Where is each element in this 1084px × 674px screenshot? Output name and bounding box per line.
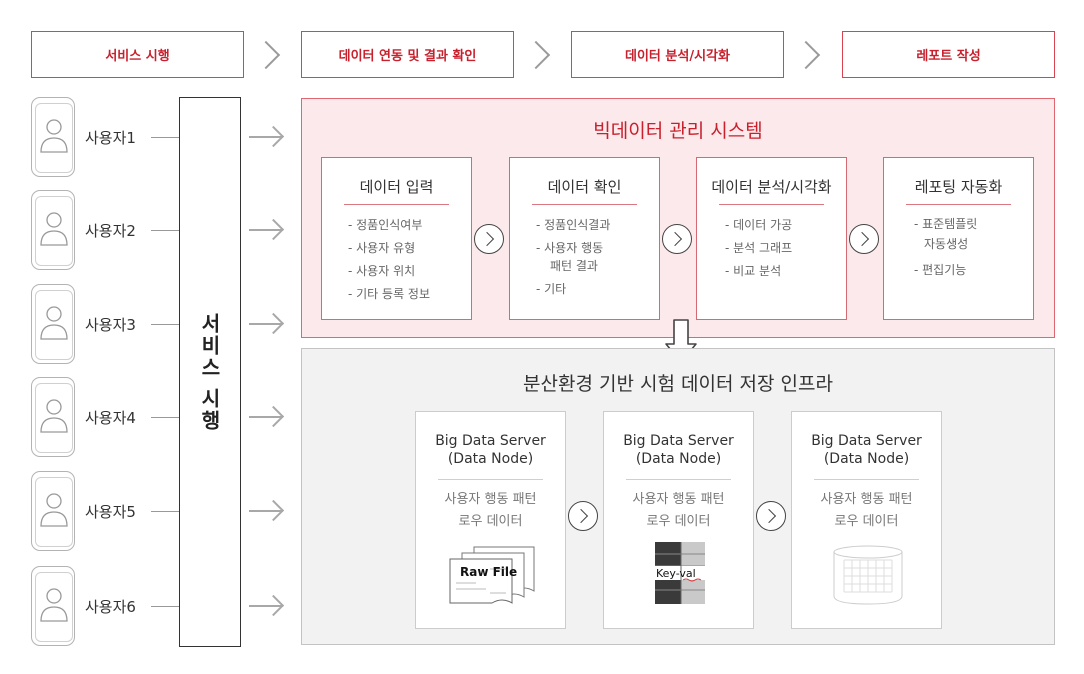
module-title: 레포팅 자동화 xyxy=(914,178,1003,196)
next-arrow-circle-icon xyxy=(849,224,879,254)
smartphone-icon xyxy=(31,377,75,457)
module-items: - 표준템플릿 자동생성 - 편집기능 xyxy=(914,217,978,277)
smartphone-icon xyxy=(31,471,75,551)
arrow-right-icon xyxy=(262,312,285,335)
module-title: 데이터 입력 xyxy=(359,178,434,196)
process-step-label: 서비스 시행 xyxy=(105,49,170,64)
connector-line xyxy=(151,230,179,231)
chevron-right-icon xyxy=(791,40,821,70)
connector-line xyxy=(151,511,179,512)
infra-title: 분산환경 기반 시험 데이터 저장 인프라 xyxy=(523,373,833,395)
connector-line xyxy=(151,324,179,325)
next-arrow-circle-icon xyxy=(568,501,598,531)
process-step-report: 레포트 작성 xyxy=(842,31,1055,78)
bigdata-system-panel: 빅데이터 관리 시스템 데이터 입력 - 정품인식여부 - 사용자 유형 - 사… xyxy=(301,98,1055,338)
module-title: 데이터 확인 xyxy=(547,178,622,196)
server-title: Big Data Server(Data Node) xyxy=(435,433,546,467)
arrow-line xyxy=(249,416,283,418)
service-execution-bar: 서비스 시행 xyxy=(179,97,241,647)
arrow-line xyxy=(249,323,283,325)
arrow-right-icon xyxy=(262,125,285,148)
next-arrow-circle-icon xyxy=(756,501,786,531)
raw-file-icon: Raw File xyxy=(446,545,536,607)
bigdata-system-title: 빅데이터 관리 시스템 xyxy=(593,120,763,142)
process-step-integration: 데이터 연동 및 결과 확인 xyxy=(301,31,514,78)
arrow-right-icon xyxy=(262,218,285,241)
connector-line xyxy=(151,417,179,418)
process-step-label: 데이터 분석/시각화 xyxy=(625,49,730,64)
divider xyxy=(626,479,731,480)
module-card-reporting: 레포팅 자동화 - 표준템플릿 자동생성 - 편집기능 xyxy=(883,157,1034,320)
process-step-label: 레포트 작성 xyxy=(916,49,981,64)
divider xyxy=(814,479,919,480)
arrow-right-icon xyxy=(262,594,285,617)
smartphone-icon xyxy=(31,566,75,646)
arrow-line xyxy=(249,510,283,512)
user-label-5: 사용자5 xyxy=(85,503,136,521)
chevron-right-icon xyxy=(251,40,281,70)
user-label-4: 사용자4 xyxy=(85,409,136,427)
arrow-line xyxy=(249,605,283,607)
smartphone-icon xyxy=(31,284,75,364)
user-label-2: 사용자2 xyxy=(85,222,136,240)
arrow-right-icon xyxy=(262,405,285,428)
arrow-right-icon xyxy=(262,499,285,522)
arrow-line xyxy=(249,136,283,138)
divider xyxy=(906,204,1011,205)
module-items: - 정품인식결과 - 사용자 행동 패턴 결과 - 기타 xyxy=(536,218,611,296)
next-arrow-circle-icon xyxy=(662,224,692,254)
key-value-table-icon: Key-val xyxy=(655,542,705,604)
module-card-analysis: 데이터 분석/시각화 - 데이터 가공 - 분석 그래프 - 비교 분석 xyxy=(696,157,847,320)
divider xyxy=(344,204,449,205)
divider xyxy=(719,204,824,205)
module-items: - 데이터 가공 - 분석 그래프 - 비교 분석 xyxy=(725,218,793,278)
user-label-6: 사용자6 xyxy=(85,598,136,616)
arrow-line xyxy=(249,229,283,231)
module-items: - 정품인식여부 - 사용자 유형 - 사용자 위치 - 기타 등록 정보 xyxy=(348,218,431,301)
module-card-data-input: 데이터 입력 - 정품인식여부 - 사용자 유형 - 사용자 위치 - 기타 등… xyxy=(321,157,472,320)
connector-line xyxy=(151,606,179,607)
process-step-service: 서비스 시행 xyxy=(31,31,244,78)
database-icon xyxy=(833,545,903,605)
user-label-3: 사용자3 xyxy=(85,316,136,334)
connector-line xyxy=(151,137,179,138)
process-step-label: 데이터 연동 및 결과 확인 xyxy=(338,49,477,64)
user-label-1: 사용자1 xyxy=(85,129,136,147)
service-bar-label: 서비스 시행 xyxy=(197,312,222,432)
server-title: Big Data Server(Data Node) xyxy=(811,433,922,467)
server-title: Big Data Server(Data Node) xyxy=(623,433,734,467)
divider xyxy=(438,479,543,480)
raw-file-label: Raw File xyxy=(460,565,518,579)
storage-infra-panel: 분산환경 기반 시험 데이터 저장 인프라 Big Data Server(Da… xyxy=(301,348,1055,645)
chevron-right-icon xyxy=(521,40,551,70)
key-value-label: Key-val xyxy=(656,567,696,580)
divider xyxy=(532,204,637,205)
smartphone-icon xyxy=(31,190,75,270)
module-card-data-check: 데이터 확인 - 정품인식결과 - 사용자 행동 패턴 결과 - 기타 xyxy=(509,157,660,320)
next-arrow-circle-icon xyxy=(474,224,504,254)
process-step-analysis: 데이터 분석/시각화 xyxy=(571,31,784,78)
smartphone-icon xyxy=(31,97,75,177)
module-title: 데이터 분석/시각화 xyxy=(711,178,832,196)
